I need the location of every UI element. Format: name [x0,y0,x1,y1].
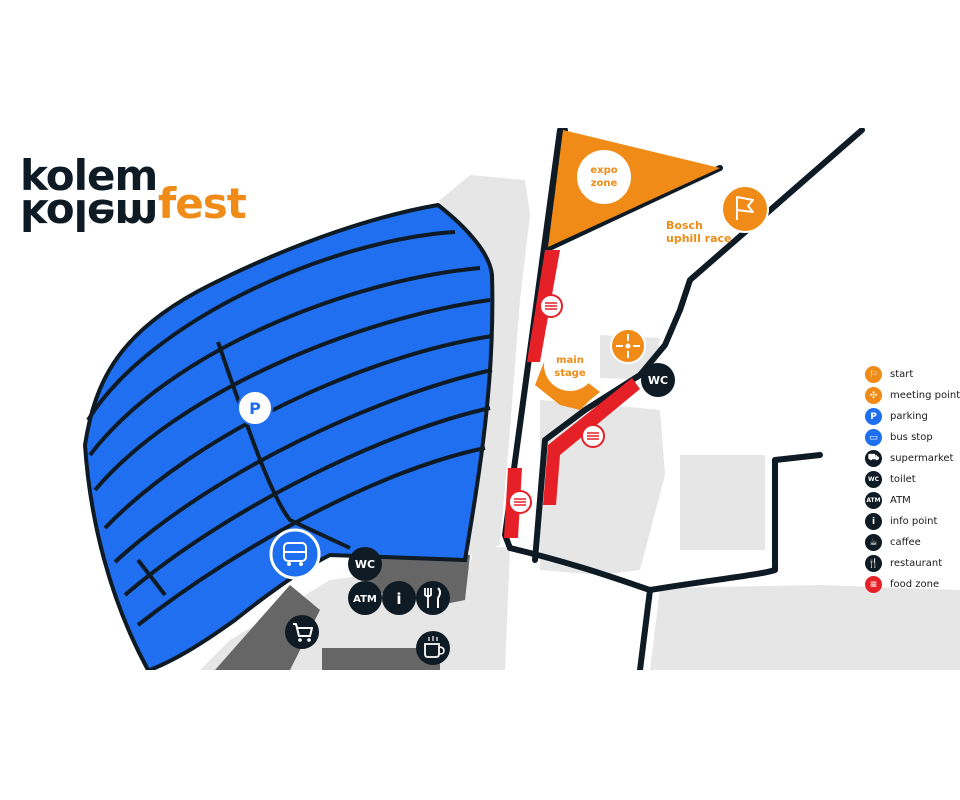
info-poi-label: i [396,590,401,608]
logo: kolem kolem fest [20,151,248,239]
supermarket-icon[interactable] [285,615,319,649]
logo-suffix: fest [158,179,247,228]
area-right-block [680,455,765,550]
parking-poi-label: P [249,399,261,418]
bosch-label-1: Bosch [666,219,703,232]
toilet-poi-left[interactable]: WC [348,547,382,581]
area-bottom-left [440,545,510,670]
flag-icon: ⚐ [865,366,882,383]
legend-label: info point [890,516,938,527]
legend-item-start: ⚐ start [865,364,960,385]
coffee-icon[interactable] [416,631,450,665]
area-bottom-right [650,585,960,670]
food-zone-icon[interactable] [581,424,605,448]
legend-item-toilet: WC toilet [865,469,960,490]
food-zone-icon[interactable] [539,294,563,318]
info-icon: i [865,513,882,530]
legend-label: caffee [890,537,921,548]
legend-label: toilet [890,474,916,485]
meeting-point-icon[interactable] [610,328,646,364]
parking-stripes [86,230,493,627]
meeting-point-icon: ✣ [865,387,882,404]
legend-item-food-zone: ≡ food zone [865,574,960,595]
expo-zone-label-1: expo [590,165,617,176]
legend-item-bus-stop: ▭ bus stop [865,427,960,448]
atm-icon: ATM [865,492,882,509]
legend-label: bus stop [890,432,933,443]
legend-item-restaurant: 🍴 restaurant [865,553,960,574]
restaurant-icon: 🍴 [865,555,882,572]
toilet-poi-left-label: WC [355,558,375,571]
main-stage-badge[interactable]: main stage [544,339,596,391]
bus-icon: ▭ [865,429,882,446]
start-flag-icon[interactable] [721,185,769,233]
atm-poi[interactable]: ATM [348,581,382,615]
toilet-poi-right-label: WC [648,374,668,387]
logo-mirrored-word: kolem [20,190,157,239]
legend-label: restaurant [890,558,943,569]
building-2 [215,585,320,670]
toilet-poi-right[interactable]: WC [641,363,675,397]
main-stage-label-1: main [556,355,584,366]
cart-icon: ⛟ [865,450,882,467]
legend-label: supermarket [890,453,954,464]
legend-label: ATM [890,495,911,506]
logo-top-word: kolem [20,151,157,200]
legend-label: parking [890,411,928,422]
expo-zone-badge[interactable]: expo zone [577,150,631,204]
bosch-label-2: uphill race [666,232,732,245]
legend-item-info-point: i info point [865,511,960,532]
legend-item-atm: ATM ATM [865,490,960,511]
parking-icon: P [865,408,882,425]
atm-poi-label: ATM [353,594,377,605]
bosch-uphill-race-label: Bosch uphill race [666,219,732,245]
main-stage-label-2: stage [554,368,586,379]
legend-label: meeting point [890,390,960,401]
legend-item-supermarket: ⛟ supermarket [865,448,960,469]
coffee-icon: ☕ [865,534,882,551]
legend-item-meeting-point: ✣ meeting point [865,385,960,406]
food-zone-icon[interactable] [508,490,532,514]
parking-poi[interactable]: P [237,390,273,426]
food-zone-icon: ≡ [865,576,882,593]
toilet-icon: WC [865,471,882,488]
info-poi[interactable]: i [382,581,416,615]
legend-label: start [890,369,914,380]
building-3 [322,648,440,670]
restaurant-icon[interactable] [416,581,450,615]
bus-stop-icon[interactable] [269,528,321,580]
legend-label: food zone [890,579,940,590]
legend-item-caffee: ☕ caffee [865,532,960,553]
expo-zone-label-2: zone [591,178,618,189]
